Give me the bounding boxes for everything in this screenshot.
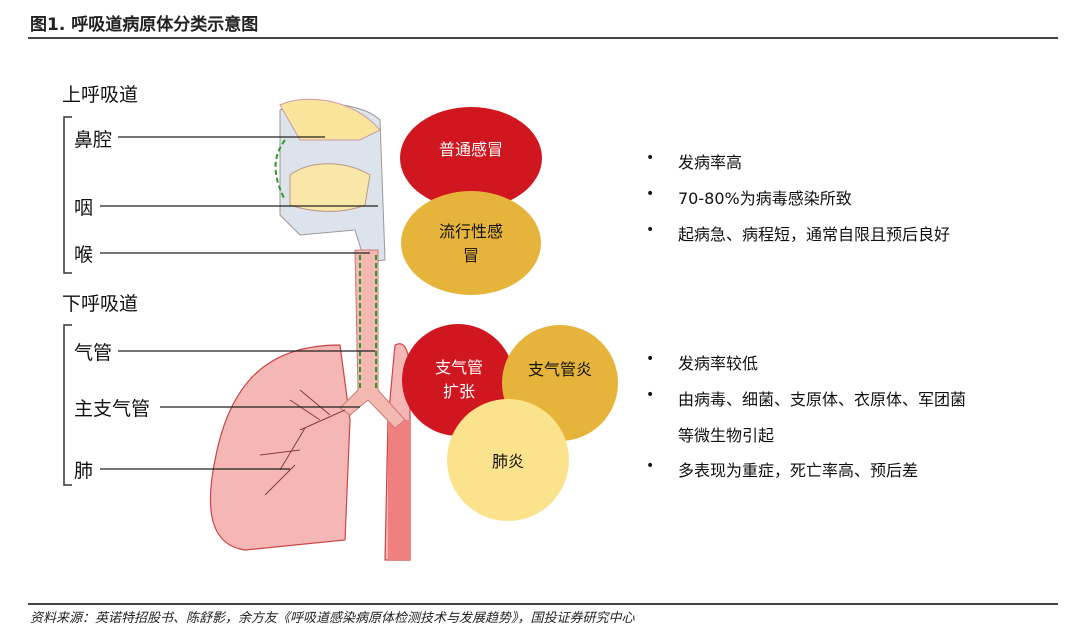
left-lung xyxy=(209,344,351,551)
bottom-divider xyxy=(28,603,1058,605)
bronchiectasis-label: 支气管扩张 xyxy=(434,358,483,401)
source-note: 资料来源：英诺特招股书、陈舒影，余方友《呼吸道感染病原体检测技术与发展趋势》，国… xyxy=(30,611,635,626)
bullet: • xyxy=(646,150,655,166)
esophagus xyxy=(388,420,410,560)
lower-bracket xyxy=(63,324,72,486)
bronchial-tree xyxy=(259,389,346,496)
bullet-item: 70-80%为病毒感染所致 xyxy=(678,189,852,208)
bullet-item: 多表现为重症，死亡率高、预后差 xyxy=(678,461,919,480)
bullet: • xyxy=(646,458,655,474)
label-pharynx: 咽 xyxy=(74,197,94,219)
circle-influenza xyxy=(401,191,541,295)
common-cold-label: 普通感冒 xyxy=(438,140,503,159)
nasal-bone xyxy=(279,98,381,141)
bullet: • xyxy=(646,387,655,403)
circle-common-cold xyxy=(400,107,542,209)
influenza-label: 流行性感冒 xyxy=(438,222,503,265)
bullet: • xyxy=(646,186,655,202)
bullet-item: 发病率高 xyxy=(678,153,743,172)
palate xyxy=(289,163,371,212)
label-nasal-cavity: 鼻腔 xyxy=(74,129,113,151)
bullet-item: 由病毒、细菌、支原体、衣原体、军团菌 xyxy=(678,390,967,409)
mucosa-lining xyxy=(274,139,377,390)
label-main-bronchus: 主支气管 xyxy=(74,398,151,420)
upper-tract-heading: 上呼吸道 xyxy=(62,84,139,106)
bullet-item: 发病率较低 xyxy=(678,354,759,373)
label-lung: 肺 xyxy=(74,460,94,482)
figure-title: 图1. 呼吸道病原体分类示意图 xyxy=(30,15,259,35)
bullet-item-continued: 等微生物引起 xyxy=(678,426,775,445)
upper-bracket xyxy=(63,116,72,274)
lower-tract-heading: 下呼吸道 xyxy=(62,293,139,315)
label-trachea: 气管 xyxy=(74,342,113,364)
bullet: • xyxy=(646,222,655,238)
top-divider xyxy=(28,37,1058,39)
pneumonia-label: 肺炎 xyxy=(491,452,524,471)
circle-pneumonia xyxy=(447,399,569,521)
bullet: • xyxy=(646,351,655,367)
trachea xyxy=(339,249,406,429)
label-larynx: 喉 xyxy=(74,244,94,266)
bronchitis-label: 支气管炎 xyxy=(528,360,593,379)
bullet-item: 起病急、病程短，通常自限且预后良好 xyxy=(678,225,951,244)
